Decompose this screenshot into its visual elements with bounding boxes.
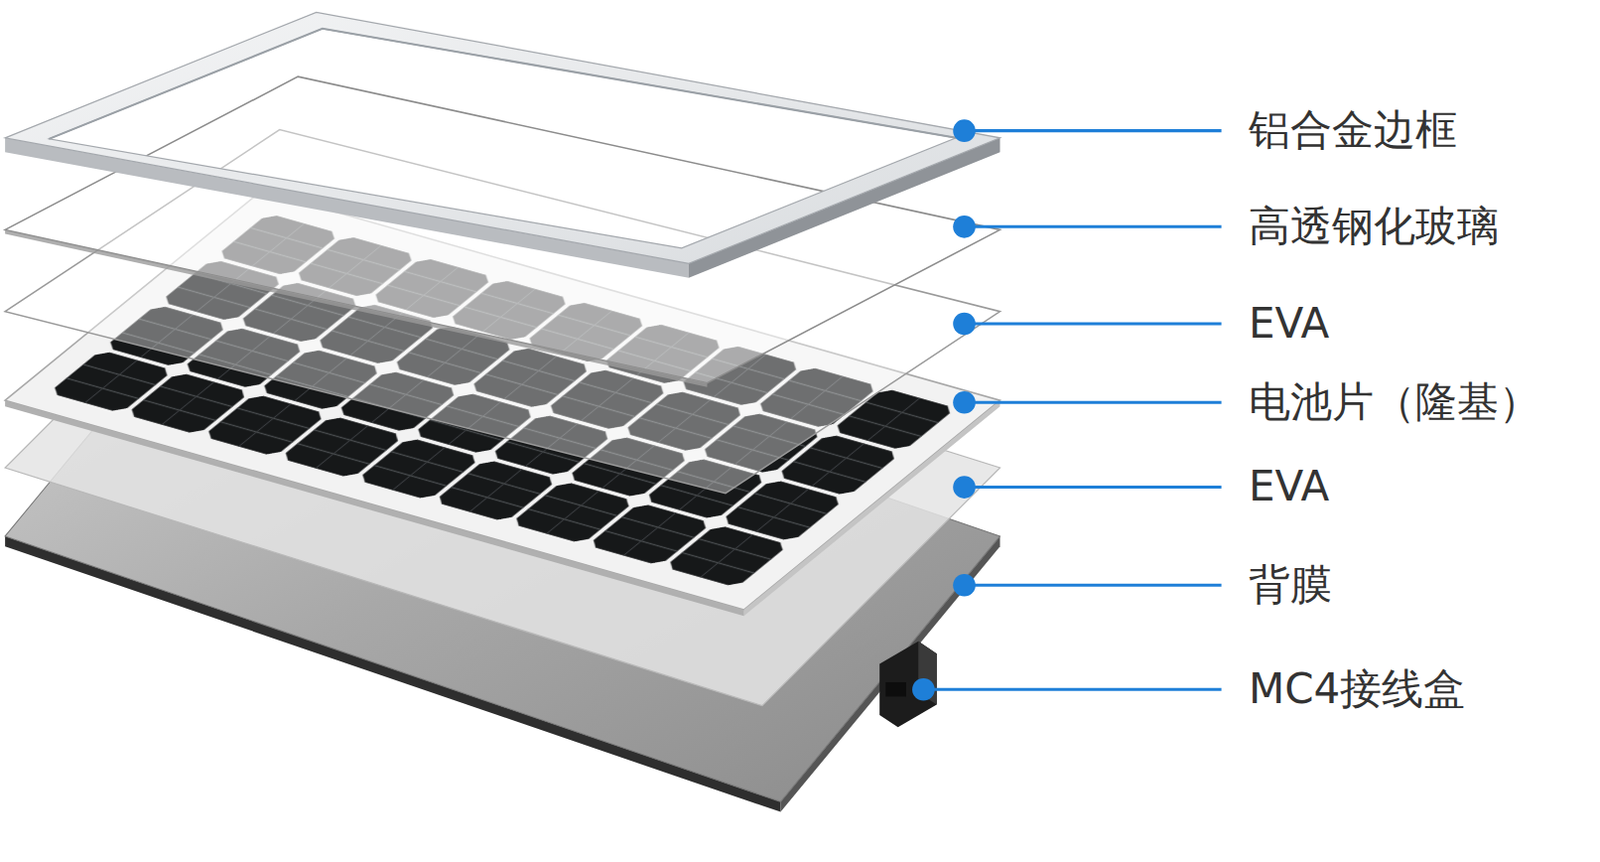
leader-dots — [912, 119, 976, 700]
part-label: 铝合金边框 — [1248, 105, 1458, 155]
tempered-glass — [4, 76, 1000, 388]
part-label: EVA — [1248, 298, 1330, 349]
part-label: 高透钢化玻璃 — [1248, 201, 1499, 252]
aluminium-frame — [4, 11, 1000, 277]
part-label: 电池片（隆基） — [1248, 377, 1541, 427]
part-label: MC4接线盒 — [1248, 664, 1466, 714]
leader-lines — [923, 131, 1221, 690]
part-label: 背膜 — [1248, 559, 1333, 610]
part-label: EVA — [1248, 461, 1330, 512]
junction-box — [879, 641, 937, 727]
